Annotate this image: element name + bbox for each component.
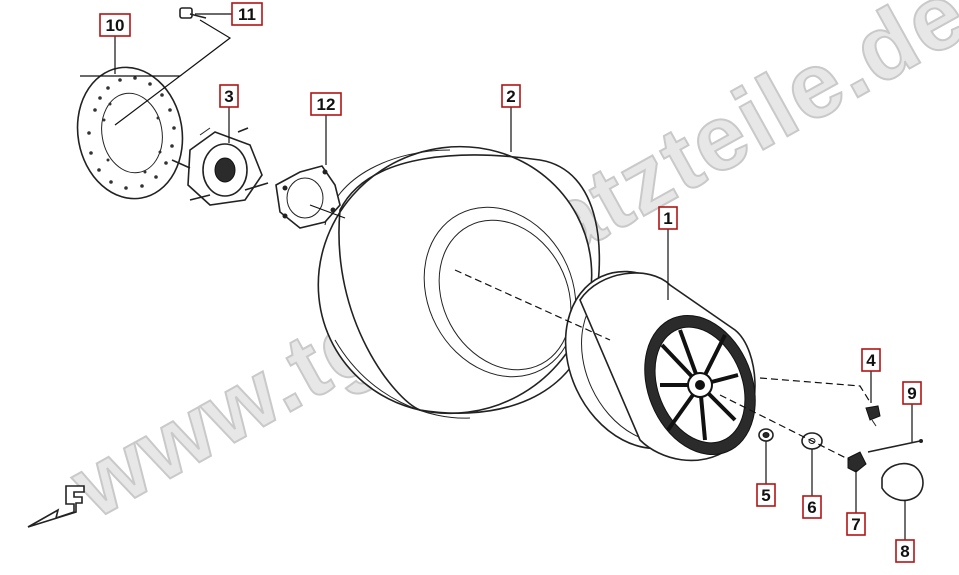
brake-disc [76,66,184,200]
svg-text:3: 3 [224,87,233,106]
part-label-9: 9 [902,381,922,405]
cotter-pin-part-9 [867,439,923,453]
direction-marker: F [27,485,85,528]
svg-text:10: 10 [106,16,125,35]
part-label-10: 10 [99,13,131,37]
svg-text:9: 9 [907,384,916,403]
tyre [317,145,601,419]
spacer-plate [275,165,341,229]
svg-text:11: 11 [238,5,256,24]
svg-text:1: 1 [663,209,672,228]
part-label-4: 4 [861,348,881,372]
part-label-1: 1 [658,206,678,230]
svg-text:6: 6 [807,498,816,517]
part-label-6: 6 [802,495,822,519]
part-label-7: 7 [846,512,866,536]
leader-lines [80,13,913,541]
valve-part-4 [865,405,881,427]
hub-cap-part-8 [881,462,924,502]
svg-text:8: 8 [900,542,909,561]
wheel-rim [564,270,756,462]
part-label-12: 12 [310,92,342,116]
part-labels: 10 11 3 12 2 1 4 9 [99,2,922,563]
wheel-hub [171,127,269,206]
svg-text:12: 12 [317,95,336,114]
part-label-5: 5 [756,483,776,507]
svg-text:4: 4 [866,351,876,370]
part-label-8: 8 [895,539,915,563]
nut-part-5 [758,428,774,442]
part-label-2: 2 [501,84,521,108]
part-label-3: 3 [219,84,239,108]
svg-text:5: 5 [761,486,770,505]
svg-text:2: 2 [506,87,515,106]
svg-text:7: 7 [851,515,860,534]
hub-nut-part-7 [847,451,867,473]
bolt-part-11 [179,7,207,19]
part-label-11: 11 [231,2,263,26]
